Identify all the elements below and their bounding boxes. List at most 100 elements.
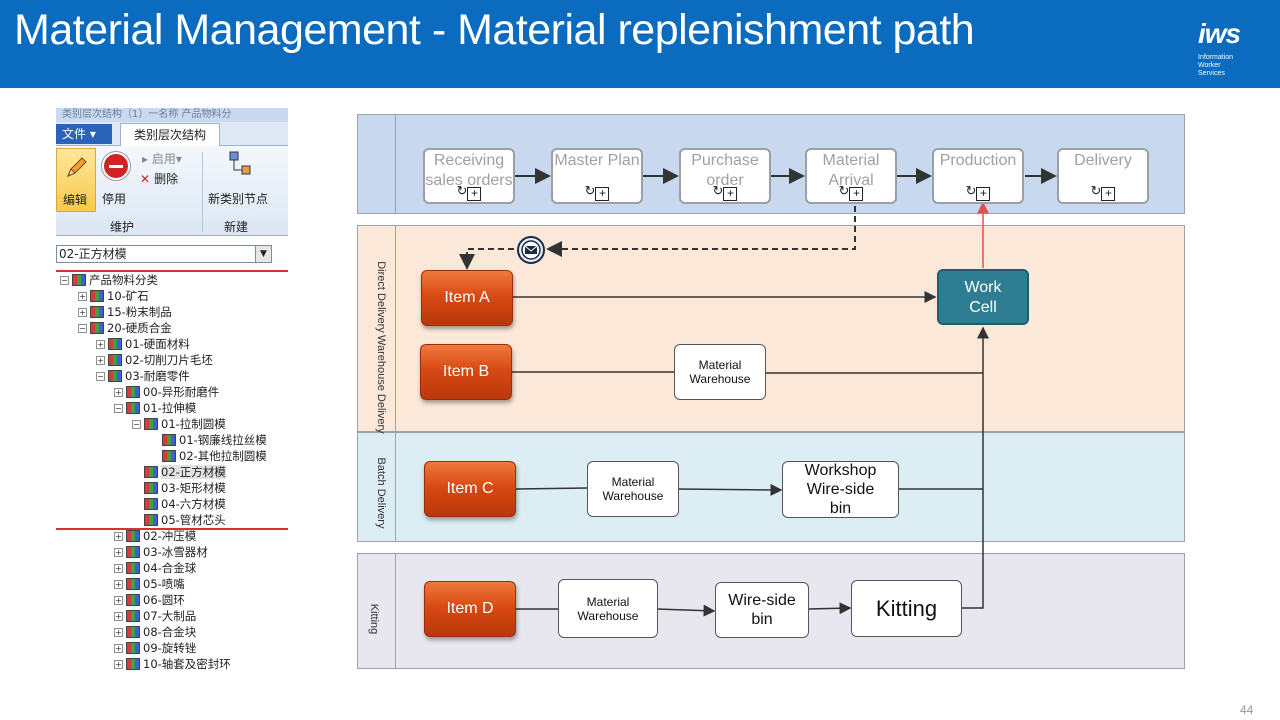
tree-item[interactable]: −20-硬质合金 xyxy=(78,320,172,336)
tab-category-hierarchy[interactable]: 类别层次结构 xyxy=(120,123,220,147)
kitting-lane-header xyxy=(358,554,396,668)
category-combo[interactable]: 02-正方材模 xyxy=(56,245,272,263)
tree-item-label: 01-钢廉线拉丝模 xyxy=(179,433,267,447)
subprocess-icon: + xyxy=(976,187,991,201)
tree-item[interactable]: +02-冲压模 xyxy=(114,528,196,544)
kitting-box: Kitting xyxy=(851,580,962,637)
lane-label-kitting: Kitting xyxy=(368,603,380,635)
subprocess-icon: + xyxy=(1101,187,1116,201)
collapse-icon[interactable]: − xyxy=(114,404,123,413)
iws-logo: iws Information Worker Services xyxy=(1198,20,1268,82)
category-folder-icon xyxy=(90,322,104,334)
step-icons: ↻+ xyxy=(553,184,641,201)
category-folder-icon xyxy=(90,290,104,302)
tree-item[interactable]: +01-硬面材料 xyxy=(96,336,190,352)
tree-item-label: 02-正方材模 xyxy=(161,465,226,479)
tree-item[interactable]: 02-其他拉制圆模 xyxy=(150,448,267,464)
collapse-icon[interactable]: − xyxy=(78,324,87,333)
item-a: Item A xyxy=(421,270,513,326)
expand-icon[interactable]: + xyxy=(114,660,123,669)
expand-icon[interactable]: + xyxy=(78,308,87,317)
collapse-icon[interactable]: − xyxy=(96,372,105,381)
expand-icon[interactable]: + xyxy=(114,628,123,637)
subprocess-icon: + xyxy=(723,187,738,201)
expand-icon[interactable]: + xyxy=(114,548,123,557)
tree-item-label: 10-矿石 xyxy=(107,289,149,303)
material-warehouse-d: Material Warehouse xyxy=(558,579,658,638)
combo-dropdown-icon[interactable]: ▼ xyxy=(255,246,271,262)
tree-item[interactable]: +08-合金块 xyxy=(114,624,196,640)
enable-button[interactable]: ▸ 启用▾ xyxy=(142,152,182,166)
tree-item[interactable]: +06-圆环 xyxy=(114,592,185,608)
collapse-icon[interactable]: − xyxy=(132,420,141,429)
category-folder-icon xyxy=(126,626,140,638)
expand-icon[interactable]: + xyxy=(114,612,123,621)
item-c: Item C xyxy=(424,461,516,517)
step-icons: ↻+ xyxy=(807,184,895,201)
expand-icon[interactable]: + xyxy=(114,596,123,605)
delete-label: 删除 xyxy=(154,172,179,186)
tree-item[interactable]: +07-大制品 xyxy=(114,608,196,624)
tree-item-label: 04-合金球 xyxy=(143,561,197,575)
expand-icon[interactable]: + xyxy=(96,356,105,365)
collapse-icon[interactable]: − xyxy=(60,276,69,285)
category-folder-icon xyxy=(144,466,158,478)
expand-icon[interactable]: + xyxy=(114,580,123,589)
category-folder-icon xyxy=(126,578,140,590)
tree-item-label: 01-硬面材料 xyxy=(125,337,190,351)
tree-item[interactable]: −产品物料分类 xyxy=(60,272,158,288)
tree-item[interactable]: −03-耐磨零件 xyxy=(96,368,190,384)
category-folder-icon xyxy=(72,274,86,286)
edit-button[interactable]: 编辑 xyxy=(56,148,96,212)
tree-item[interactable]: − 01-拉伸模 xyxy=(114,400,196,416)
tree-item[interactable]: +00-异形耐磨件 xyxy=(114,384,219,400)
category-folder-icon xyxy=(126,546,140,558)
tree-item[interactable]: +02-切削刀片毛坯 xyxy=(96,352,213,368)
step-icons: ↻+ xyxy=(1059,184,1147,201)
pencil-icon xyxy=(67,157,87,177)
delete-button[interactable]: ✕删除 xyxy=(140,170,178,187)
expand-icon[interactable]: + xyxy=(78,292,87,301)
expand-icon[interactable]: + xyxy=(114,564,123,573)
tree-item-label: 03-冰雪器材 xyxy=(143,545,208,559)
material-warehouse-c: Material Warehouse xyxy=(587,461,679,517)
stop-button[interactable]: 停用 xyxy=(98,150,134,210)
expand-icon[interactable]: + xyxy=(114,532,123,541)
tree-item[interactable]: 03-矩形材模 xyxy=(132,480,226,496)
tree-item-label: 02-其他拉制圆模 xyxy=(179,449,267,463)
tree-item[interactable]: +03-冰雪器材 xyxy=(114,544,208,560)
tree-item[interactable]: +15-粉末制品 xyxy=(78,304,172,320)
expand-icon[interactable]: + xyxy=(114,388,123,397)
tree-item[interactable]: 02-正方材模 xyxy=(132,464,226,480)
category-folder-icon xyxy=(144,418,158,430)
new-category-node-button[interactable]: 新类别节点 xyxy=(206,150,286,210)
tree-item-label: 01-拉制圆模 xyxy=(161,417,226,431)
tree-item[interactable]: +05-喷嘴 xyxy=(114,576,185,592)
tree-item[interactable]: +04-合金球 xyxy=(114,560,196,576)
expand-icon[interactable]: + xyxy=(96,340,105,349)
category-folder-icon xyxy=(108,354,122,366)
tree-item[interactable]: +09-旋转锉 xyxy=(114,640,196,656)
logo-text: iws xyxy=(1198,18,1241,49)
category-folder-icon xyxy=(108,338,122,350)
tree-item[interactable]: 05-管材芯头 xyxy=(132,512,226,528)
expand-icon[interactable]: + xyxy=(114,644,123,653)
category-tree-screenshot: 类别层次结构（1）一名称 产品物料分 文件 ▾ 类别层次结构 编辑 停用 ▸ 启… xyxy=(56,108,288,670)
direct-warehouse-lane-header xyxy=(358,226,396,431)
tree-item-label: 08-合金块 xyxy=(143,625,197,639)
tree-item-label: 01-拉伸模 xyxy=(143,401,197,415)
file-tab[interactable]: 文件 ▾ xyxy=(56,124,112,144)
batch-lane-header xyxy=(358,433,396,541)
category-folder-icon xyxy=(144,482,158,494)
tree-item[interactable]: 04-六方材模 xyxy=(132,496,226,512)
category-folder-icon xyxy=(162,450,176,462)
tree-item[interactable]: +10-轴套及密封环 xyxy=(114,656,231,670)
highlight-line-top xyxy=(56,270,288,272)
category-folder-icon xyxy=(162,434,176,446)
loop-icon: ↻ xyxy=(1090,183,1102,198)
tree-item[interactable]: − 01-拉制圆模 xyxy=(132,416,226,432)
tree-item[interactable]: +10-矿石 xyxy=(78,288,149,304)
tree-item[interactable]: 01-钢廉线拉丝模 xyxy=(150,432,267,448)
loop-icon: ↻ xyxy=(712,183,724,198)
